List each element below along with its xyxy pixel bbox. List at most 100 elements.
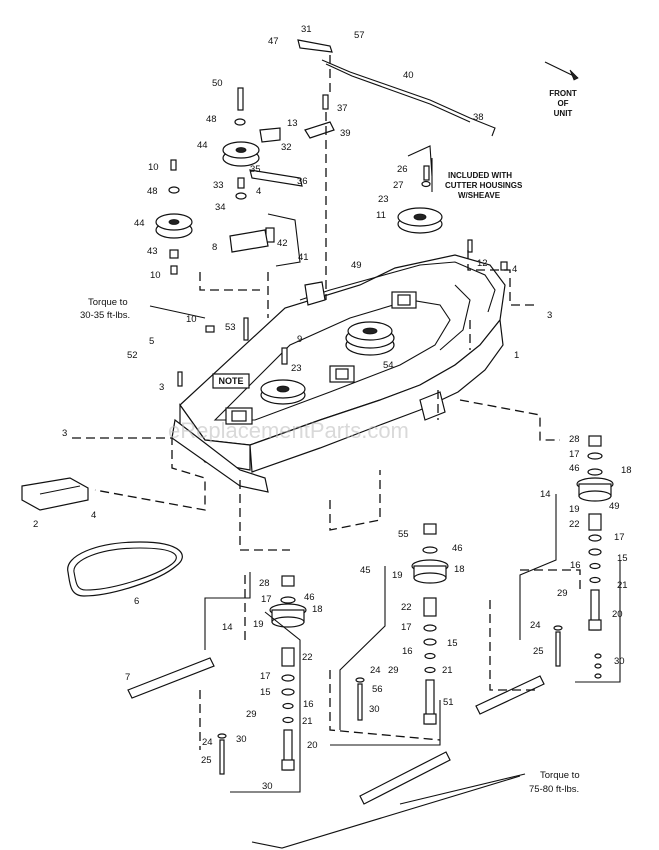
callout-26: 26 — [397, 164, 408, 175]
callout-16: 16 — [570, 560, 581, 571]
callout-7: 7 — [125, 672, 130, 683]
callout-15: 15 — [260, 687, 271, 698]
callout-17: 17 — [261, 594, 272, 605]
callout-46: 46 — [304, 592, 315, 603]
callout-23: 23 — [291, 363, 302, 374]
callout-4: 4 — [91, 510, 96, 521]
blades — [127, 657, 545, 805]
svg-text:Torque to: Torque to — [88, 297, 128, 308]
callout-18: 18 — [312, 604, 323, 615]
callout-18: 18 — [621, 465, 632, 476]
idler-pulley-right — [397, 207, 443, 234]
callout-20: 20 — [307, 740, 318, 751]
included-note: INCLUDED WITH CUTTER HOUSINGS W/SHEAVE — [431, 158, 523, 200]
callout-38: 38 — [473, 112, 484, 123]
callout-54: 54 — [383, 360, 394, 371]
callout-24: 24 — [370, 665, 381, 676]
callout-56: 56 — [372, 684, 383, 695]
callout-24: 24 — [530, 620, 541, 631]
callout-31: 31 — [301, 24, 312, 35]
callout-6: 6 — [134, 596, 139, 607]
callout-3: 3 — [159, 382, 164, 393]
callout-3: 3 — [62, 428, 67, 439]
callout-28: 28 — [569, 434, 580, 445]
callout-20: 20 — [612, 609, 623, 620]
torque-note-top: Torque to 30-35 ft-lbs. — [80, 297, 130, 321]
callout-29: 29 — [557, 588, 568, 599]
callout-49: 49 — [609, 501, 620, 512]
callout-55: 55 — [398, 529, 409, 540]
group-lines — [149, 305, 621, 849]
callout-9: 9 — [297, 334, 302, 345]
callout-49: 49 — [351, 260, 362, 271]
callout-48: 48 — [206, 114, 217, 125]
watermark: eReplacementParts.com — [168, 418, 409, 443]
callout-15: 15 — [617, 553, 628, 564]
callout-46: 46 — [452, 543, 463, 554]
callout-25: 25 — [201, 755, 212, 766]
callout-50: 50 — [212, 78, 223, 89]
callout-4: 4 — [256, 186, 261, 197]
callout-30: 30 — [614, 656, 625, 667]
callout-14: 14 — [222, 622, 233, 633]
torque-note-bottom: Torque to 75-80 ft-lbs. — [529, 770, 580, 795]
callout-21: 21 — [442, 665, 453, 676]
callout-22: 22 — [302, 652, 313, 663]
note-box: NOTE — [212, 373, 250, 389]
callout-44: 44 — [197, 140, 208, 151]
callout-17: 17 — [401, 622, 412, 633]
callout-25: 25 — [533, 646, 544, 657]
callout-36: 36 — [297, 176, 308, 187]
svg-text:W/SHEAVE: W/SHEAVE — [458, 191, 501, 200]
callout-19: 19 — [253, 619, 264, 630]
idler-arm-parts — [229, 39, 496, 267]
callout-1: 1 — [514, 350, 519, 361]
spindle-center — [355, 523, 449, 725]
callout-45: 45 — [360, 565, 371, 576]
callout-4: 4 — [512, 264, 517, 275]
callout-30: 30 — [369, 704, 380, 715]
callout-30: 30 — [262, 781, 273, 792]
callout-41: 41 — [298, 252, 309, 263]
callout-53: 53 — [225, 322, 236, 333]
callout-16: 16 — [303, 699, 314, 710]
callout-35: 35 — [250, 164, 261, 175]
spindle-left — [217, 575, 307, 775]
callout-16: 16 — [402, 646, 413, 657]
assembly-dash-lines — [72, 55, 581, 750]
callout-21: 21 — [617, 580, 628, 591]
callout-17: 17 — [260, 671, 271, 682]
callout-10: 10 — [150, 270, 161, 281]
callout-10: 10 — [148, 162, 159, 173]
callout-48: 48 — [147, 186, 158, 197]
left-pulley — [260, 379, 306, 405]
callout-29: 29 — [388, 665, 399, 676]
callout-3: 3 — [547, 310, 552, 321]
callout-24: 24 — [202, 737, 213, 748]
callout-18: 18 — [454, 564, 465, 575]
svg-text:30-35 ft-lbs.: 30-35 ft-lbs. — [80, 310, 130, 321]
callout-33: 33 — [213, 180, 224, 191]
callout-11: 11 — [376, 210, 386, 221]
front-label-line2: OF — [557, 99, 568, 108]
callout-19: 19 — [569, 504, 580, 515]
callout-12: 12 — [477, 258, 488, 269]
callout-40: 40 — [403, 70, 414, 81]
spindle-right — [553, 435, 614, 679]
callout-10: 10 — [186, 314, 197, 325]
svg-text:INCLUDED WITH: INCLUDED WITH — [448, 171, 512, 180]
callout-17: 17 — [569, 449, 580, 460]
belt-guard-bracket — [21, 477, 89, 511]
callout-32: 32 — [281, 142, 292, 153]
callout-52: 52 — [127, 350, 138, 361]
callout-51: 51 — [443, 697, 454, 708]
callout-57: 57 — [354, 30, 365, 41]
hardware-stacks — [168, 87, 508, 387]
callout-44: 44 — [134, 218, 145, 229]
callout-39: 39 — [340, 128, 351, 139]
callout-34: 34 — [215, 202, 226, 213]
callout-42: 42 — [277, 238, 288, 249]
callout-28: 28 — [259, 578, 270, 589]
callout-21: 21 — [302, 716, 313, 727]
